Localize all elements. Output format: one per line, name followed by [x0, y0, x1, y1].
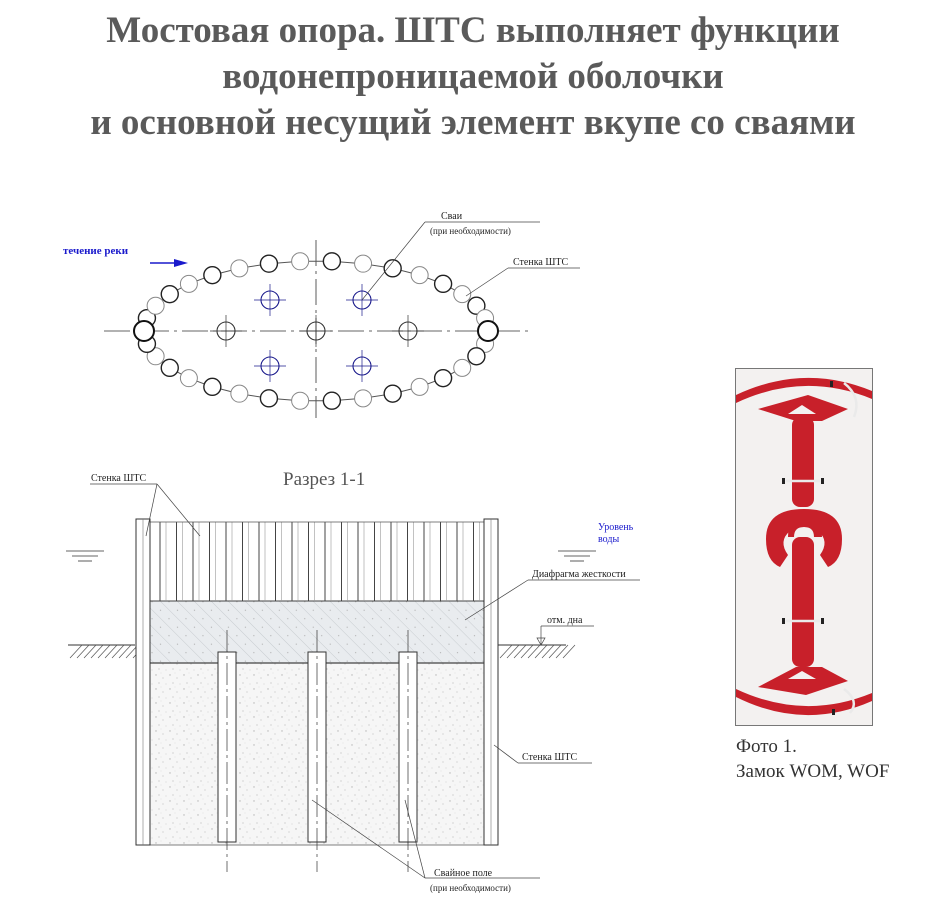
ring-sheet-pile	[467, 347, 486, 366]
lock-photo	[735, 368, 873, 726]
inner-pile	[346, 350, 378, 382]
ground-hatch-stroke	[118, 644, 132, 659]
inner-pile	[392, 315, 424, 347]
ring-sheet-pile	[160, 358, 179, 378]
bearing-pile	[217, 630, 237, 872]
title-line-3: и основной несущий элемент вкупе со свая…	[90, 102, 856, 143]
section-sheet-piles	[150, 521, 484, 846]
flow-arrow-head	[174, 259, 188, 267]
ring-sheet-pile	[203, 265, 222, 285]
ring-sheet-pile	[230, 259, 249, 278]
inner-piles	[210, 284, 424, 382]
inner-pile	[300, 315, 332, 347]
ground-hatch-stroke	[513, 644, 527, 659]
ground-hatch-left	[69, 644, 146, 659]
ring-sheet-pile	[433, 274, 453, 294]
wall-label-top: Стенка ШТС	[91, 473, 147, 484]
ground-hatch-right	[499, 644, 576, 659]
section-view: Разрез 1-1	[66, 469, 640, 893]
bottom-mark-label: отм. дна	[547, 615, 583, 626]
diaphragm-label: Диафрагма жесткости	[532, 569, 626, 580]
ring-sheet-pile	[291, 391, 310, 410]
bearing-piles	[217, 630, 418, 872]
ground-hatch-stroke	[520, 644, 534, 659]
page-title: Мостовая опора. ШТС выполняет функции во…	[0, 8, 946, 146]
ground-hatch-stroke	[97, 644, 111, 659]
ring-sheet-pile	[383, 384, 402, 403]
ground-hatch-stroke	[555, 644, 569, 659]
ring-sheet-pile	[259, 254, 279, 273]
ring-end-pile-left	[133, 320, 155, 342]
ring-sheet-pile	[322, 391, 342, 410]
water-label-1: Уровень	[598, 522, 634, 533]
water-label-2: воды	[598, 534, 619, 545]
wall-label-plan: Стенка ШТС	[513, 257, 569, 268]
ring-sheet-pile	[410, 266, 429, 285]
ring-sheet-pile	[146, 347, 165, 366]
ring-sheet-pile	[259, 389, 279, 408]
ground-hatch-stroke	[541, 644, 555, 659]
ring-sheet-pile	[230, 384, 249, 403]
flow-label: течение реки	[63, 245, 129, 257]
ground-hatch-stroke	[90, 644, 104, 659]
piles-note: (при необходимости)	[430, 226, 511, 236]
plan-view: течение реки Сваи (при необходимости) Ст…	[63, 211, 580, 418]
photo-caption-line-1: Фото 1.	[736, 736, 797, 757]
ring-sheet-pile	[410, 377, 429, 396]
ground-hatch-stroke	[76, 644, 90, 659]
ring-sheet-pile	[146, 296, 165, 315]
ground-hatch-stroke	[548, 644, 562, 659]
ring-sheet-pile	[179, 369, 198, 388]
ring-sheet-pile	[453, 358, 472, 377]
ring-sheet-pile	[383, 259, 402, 278]
photo-caption: Фото 1. Замок WOM, WOF	[736, 734, 889, 784]
ring-sheet-pile	[354, 254, 373, 273]
ground-hatch-stroke	[499, 644, 513, 659]
wall-label-right: Стенка ШТС	[522, 752, 578, 763]
ground-hatch-stroke	[527, 644, 541, 659]
piles-leader	[361, 221, 426, 301]
lock-photo-image	[736, 369, 872, 725]
ground-hatch-stroke	[111, 644, 125, 659]
bearing-pile	[398, 630, 418, 872]
title-line-1: Мостовая опора. ШТС выполняет функции	[106, 10, 840, 51]
wall-leader	[465, 267, 509, 297]
ring-sheet-pile	[433, 368, 453, 388]
inner-pile	[210, 315, 242, 347]
inner-pile	[254, 284, 286, 316]
ring-end-pile-right	[477, 320, 499, 342]
ring-sheet-pile	[453, 285, 472, 304]
ground-hatch-stroke	[506, 644, 520, 659]
ground-hatch-stroke	[69, 644, 83, 659]
bearing-pile	[307, 630, 327, 872]
ring-sheet-pile	[322, 252, 342, 271]
water-level-left	[66, 550, 104, 562]
ring-sheet-pile	[179, 274, 198, 293]
ring-sheet-pile	[203, 377, 222, 397]
section-title: Разрез 1-1	[283, 469, 365, 490]
ring-sheet-pile	[291, 252, 310, 271]
ground-hatch-stroke	[83, 644, 97, 659]
photo-caption-line-2: Замок WOM, WOF	[736, 761, 890, 782]
title-line-2: водонепроницаемой оболочки	[222, 56, 724, 97]
pile-field-label: Свайное поле	[434, 868, 493, 879]
ground-hatch-stroke	[562, 644, 576, 659]
ground-hatch-stroke	[104, 644, 118, 659]
ground-hatch-stroke	[534, 644, 548, 659]
ring-sheet-pile	[467, 296, 486, 315]
water-level-right	[558, 550, 596, 562]
pile-field-note: (при необходимости)	[430, 883, 511, 893]
ring-sheet-pile	[354, 389, 373, 408]
ring-sheet-pile	[160, 284, 179, 304]
inner-pile	[254, 350, 286, 382]
sheet-pile-wall-ring	[133, 252, 499, 410]
piles-label: Сваи	[441, 211, 463, 222]
